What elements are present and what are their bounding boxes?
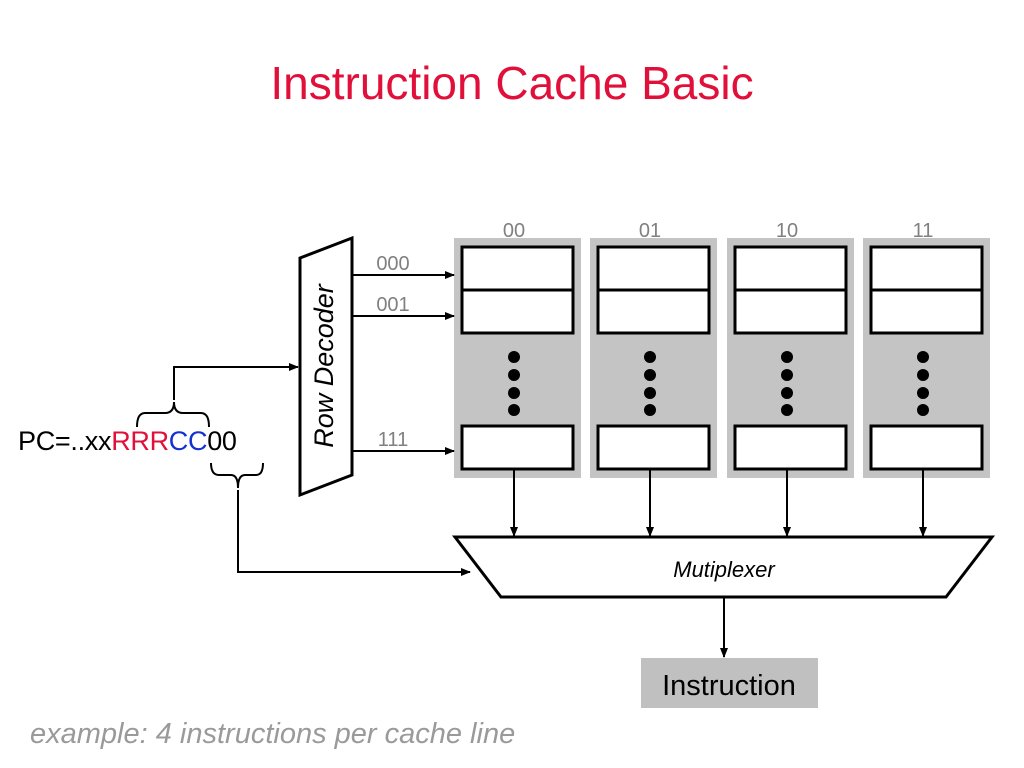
row-decoder-label: Row Decoder <box>309 283 339 448</box>
ellipsis-dot <box>917 369 929 381</box>
instruction-box <box>641 658 818 708</box>
row-label-000: 000 <box>376 253 409 275</box>
cache-column-00 <box>454 238 581 537</box>
cache-line-111 <box>733 424 848 471</box>
pc-suffix: 00 <box>207 426 237 456</box>
ellipsis-dot <box>917 404 929 416</box>
ellipsis-dot <box>917 387 929 399</box>
ellipsis-dot <box>644 387 656 399</box>
cache-column-11 <box>863 238 990 537</box>
cache-line-000 <box>869 245 984 292</box>
cache-line-000 <box>596 245 711 292</box>
cache-line-000 <box>460 245 575 292</box>
row-label-111: 111 <box>378 429 408 451</box>
column-labels: 00 01 10 11 <box>503 220 934 242</box>
ellipsis-dot <box>644 351 656 363</box>
row-decoder <box>298 235 354 498</box>
cache-line-111 <box>869 424 984 471</box>
cache-line-111 <box>596 424 711 471</box>
cache-line-001 <box>596 288 711 335</box>
cache-line-111 <box>460 424 575 471</box>
ellipsis-dot <box>781 404 793 416</box>
column-label-01: 01 <box>639 220 661 242</box>
row-select-lines <box>352 271 455 455</box>
pc-prefix: PC=..xx <box>18 426 112 456</box>
cache-column-10 <box>727 238 854 537</box>
cache-column-01 <box>590 238 717 537</box>
ellipsis-dot <box>917 351 929 363</box>
pc-col-bits: CC <box>168 426 208 456</box>
ellipsis-dot <box>508 404 520 416</box>
pc-address: PC=..xxRRRCC00 <box>18 426 237 457</box>
cache-line-000 <box>733 245 848 292</box>
cache-line-001 <box>460 288 575 335</box>
row-bits-path <box>136 363 299 428</box>
caption: example: 4 instructions per cache line <box>30 718 516 750</box>
cache-line-001 <box>869 288 984 335</box>
multiplexer-label: Mutiplexer <box>673 557 776 582</box>
cache-line-001 <box>733 288 848 335</box>
ellipsis-dot <box>644 404 656 416</box>
pc-row-bits: RRR <box>111 426 169 456</box>
slide-title: Instruction Cache Basic <box>270 57 754 109</box>
column-label-10: 10 <box>776 220 798 242</box>
instruction-label: Instruction <box>662 670 796 702</box>
cache-columns <box>454 238 990 537</box>
ellipsis-dot <box>508 387 520 399</box>
ellipsis-dot <box>781 369 793 381</box>
ellipsis-dot <box>781 351 793 363</box>
ellipsis-dot <box>781 387 793 399</box>
col-bits-path <box>210 462 471 576</box>
ellipsis-dot <box>508 351 520 363</box>
column-label-11: 11 <box>913 220 934 242</box>
multiplexer <box>451 535 996 599</box>
ellipsis-dot <box>508 369 520 381</box>
ellipsis-dot <box>644 369 656 381</box>
row-label-001: 001 <box>376 294 409 316</box>
column-label-00: 00 <box>503 220 525 242</box>
